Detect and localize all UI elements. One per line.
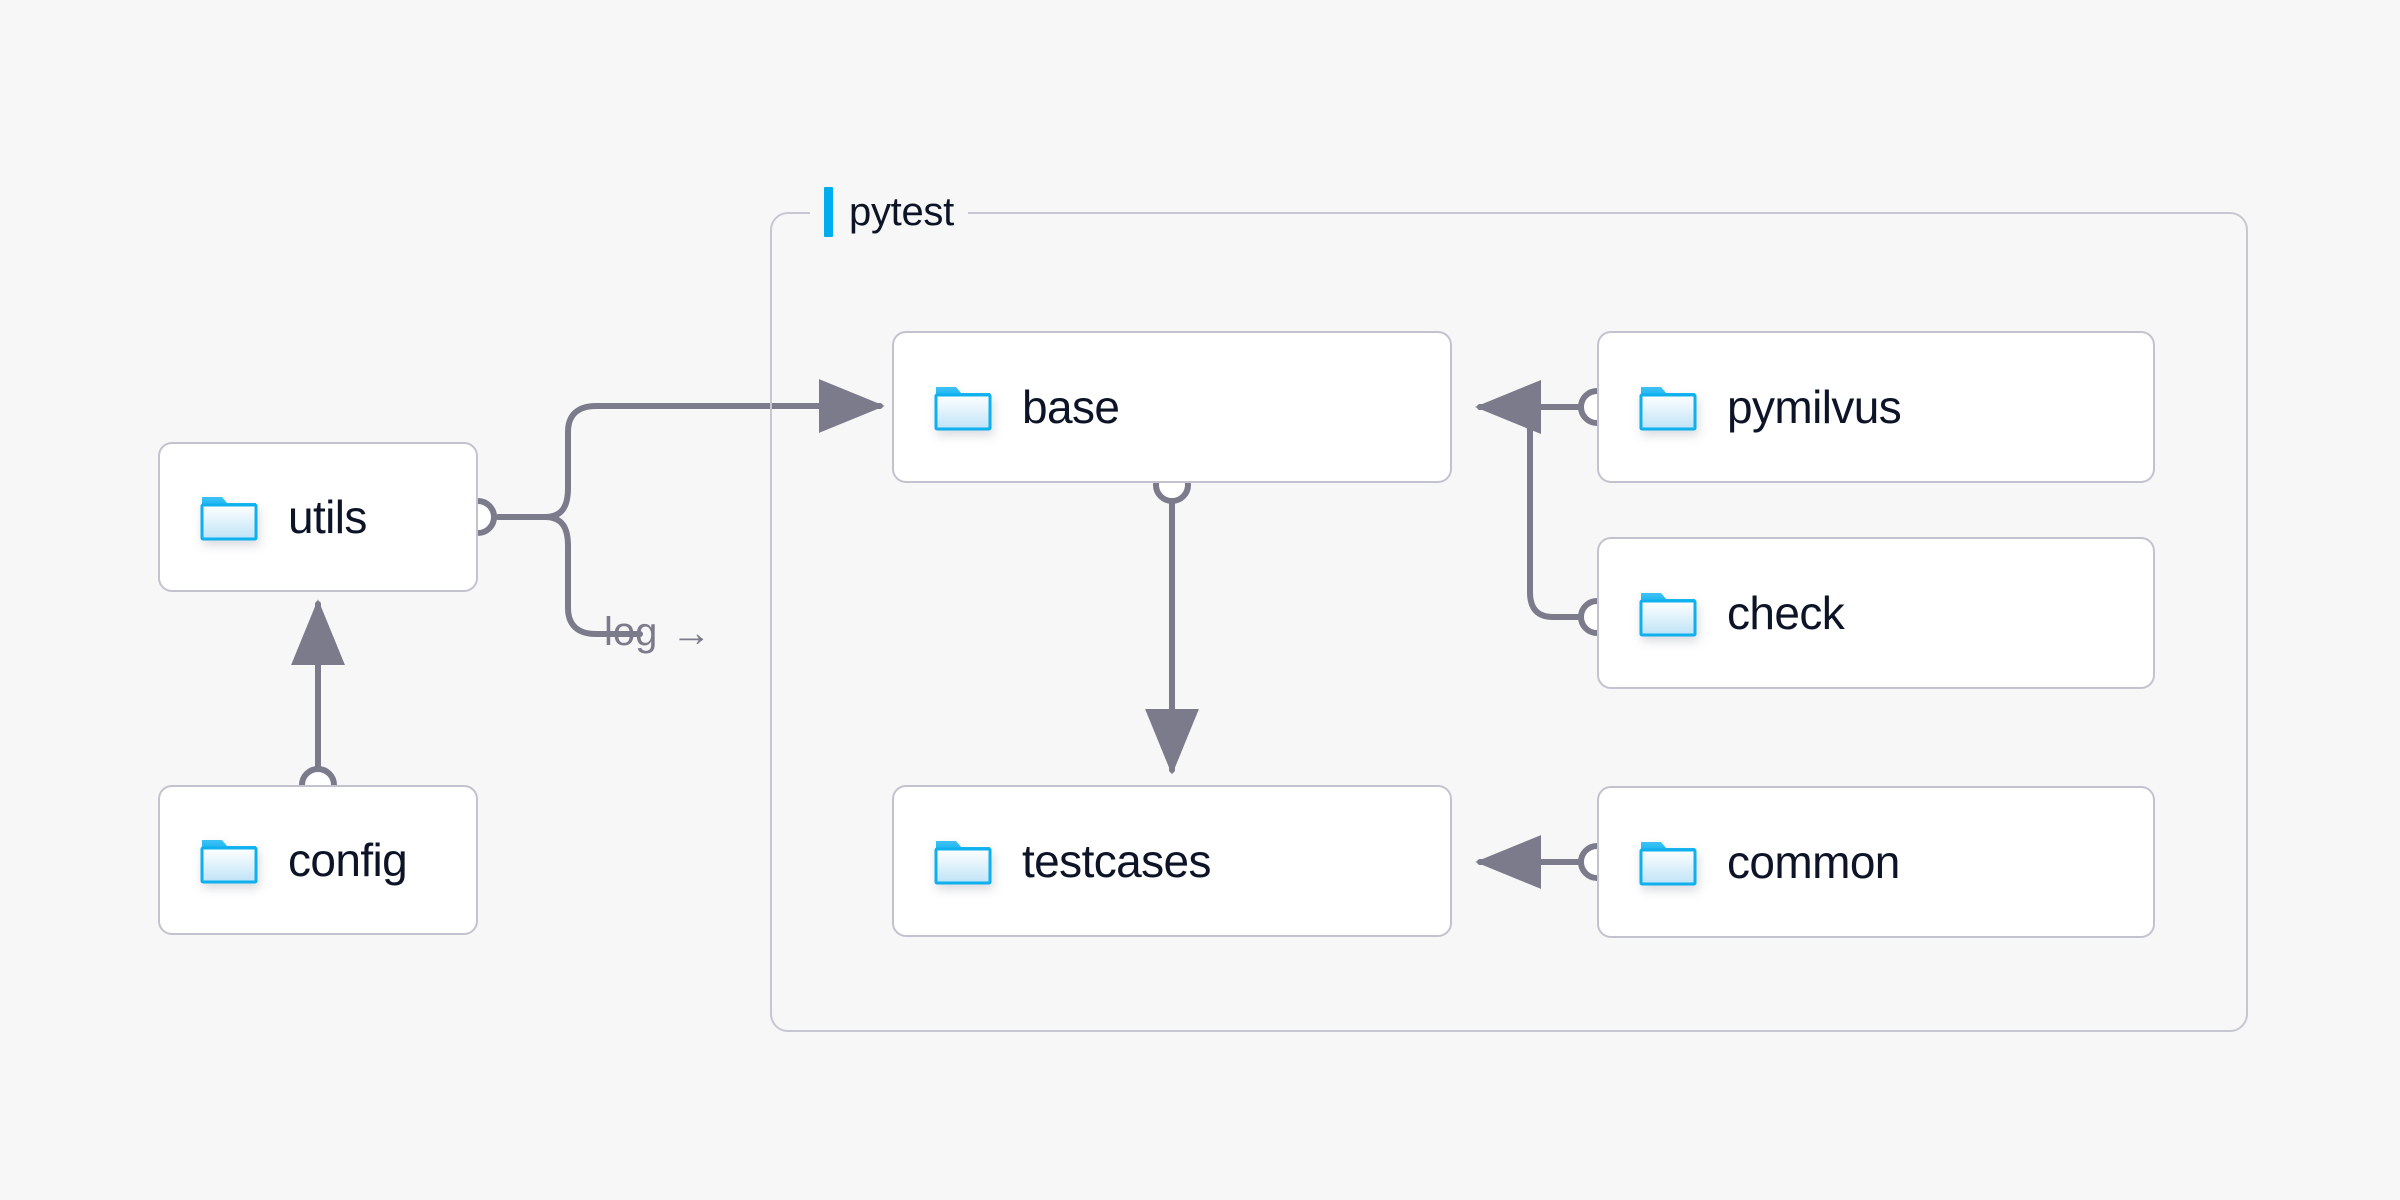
node-config[interactable]: config [158,785,478,935]
group-label-pytest: pytest [810,185,968,239]
group-accent-bar [824,187,833,237]
folder-icon [200,497,258,541]
folder-icon [1639,593,1697,637]
node-label-base: base [1022,381,1120,433]
node-label-pymilvus: pymilvus [1727,381,1902,433]
folder-icon [1639,387,1697,431]
folder-icon [1639,842,1697,886]
folder-icon [934,387,992,431]
node-testcases[interactable]: testcases [892,785,1452,937]
arrow-right-icon: → [671,610,712,655]
node-label-config: config [288,834,408,886]
node-pymilvus[interactable]: pymilvus [1597,331,2155,483]
node-label-utils: utils [288,491,367,543]
node-utils[interactable]: utils [158,442,478,592]
folder-icon [200,840,258,884]
node-base[interactable]: base [892,331,1452,483]
edge-label-log-text: log [604,610,658,654]
node-label-common: common [1727,836,1900,888]
node-label-check: check [1727,587,1845,639]
node-label-testcases: testcases [1022,835,1212,887]
group-label-text: pytest [849,189,954,234]
edge-label-log: log → [604,610,711,655]
folder-icon [934,841,992,885]
node-common[interactable]: common [1597,786,2155,938]
group-container-pytest[interactable] [770,212,2248,1032]
node-check[interactable]: check [1597,537,2155,689]
